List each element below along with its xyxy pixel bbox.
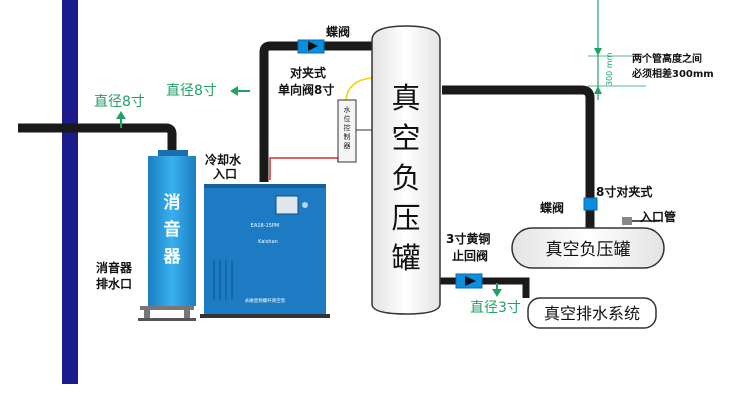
diameter-3-label: 直径3寸 bbox=[470, 299, 521, 316]
brass-check-valve bbox=[455, 273, 483, 289]
right-butterfly-valve bbox=[583, 197, 598, 211]
right-butterfly-valve-label: 蝶阀 bbox=[540, 200, 564, 215]
inlet-pipe-stub bbox=[622, 217, 632, 225]
silencer-drain-line2: 排水口 bbox=[96, 276, 132, 291]
silencer-char-1: 消 bbox=[164, 192, 181, 213]
cooling-water-line1: 冷却水 bbox=[205, 152, 242, 167]
green-arrow-left bbox=[230, 86, 250, 96]
pump-footer-text: 永磁变频螺杆真空泵 bbox=[245, 297, 286, 304]
silencer-inlet-pipe bbox=[18, 123, 177, 150]
water-level-controller: 水 位 控 制 器 bbox=[337, 99, 372, 163]
level-signal-line bbox=[345, 77, 373, 101]
level-controller-char-1: 水 bbox=[344, 105, 351, 114]
level-controller-char-4: 制 bbox=[344, 132, 351, 141]
silencer-char-2: 音 bbox=[164, 219, 181, 240]
green-arrow-down bbox=[492, 283, 502, 297]
brass-check-valve-line2: 止回阀 bbox=[452, 248, 488, 263]
top-butterfly-valve-label: 蝶阀 bbox=[326, 24, 350, 39]
level-controller-char-5: 器 bbox=[344, 142, 351, 150]
main-tank-char-4: 压 bbox=[391, 201, 420, 235]
silencer: 消 音 器 bbox=[138, 150, 196, 321]
dimension-300-text: 300 mm bbox=[605, 52, 614, 86]
brass-check-valve-line1: 3寸黄铜 bbox=[446, 231, 490, 246]
silencer-drain-line1: 消音器 bbox=[96, 260, 133, 275]
main-tank-char-2: 空 bbox=[391, 121, 420, 155]
cooling-water-line2: 入口 bbox=[213, 167, 237, 181]
main-vacuum-tank: 真 空 负 压 罐 bbox=[371, 25, 441, 315]
level-controller-char-3: 控 bbox=[344, 123, 351, 132]
vacuum-drain-system: 真空排水系统 bbox=[527, 297, 657, 329]
horizontal-vacuum-tank: 真空负压罐 bbox=[511, 227, 665, 269]
diameter-8-left-label: 直径8寸 bbox=[94, 93, 145, 110]
drain-pipe bbox=[440, 277, 530, 298]
top-butterfly-valve bbox=[297, 39, 325, 54]
vertical-blue-pipe bbox=[62, 0, 78, 384]
drain-system-label: 真空排水系统 bbox=[544, 304, 640, 323]
inlet-pipe-label: 入口管 bbox=[640, 209, 676, 224]
vacuum-pump-unit: EA18-15PM Kaishan 永磁变频螺杆真空泵 bbox=[200, 184, 330, 318]
main-tank-char-1: 真 bbox=[391, 81, 420, 115]
wafer-check-valve-line1: 对夹式 bbox=[290, 65, 326, 80]
pump-model-text: EA18-15PM bbox=[251, 223, 279, 229]
height-note-line2: 必须相差300mm bbox=[631, 67, 714, 80]
silencer-char-3: 器 bbox=[163, 247, 182, 267]
tank-connection-pipe bbox=[442, 85, 595, 228]
height-dimension: 300 mm bbox=[588, 0, 646, 100]
cooling-signal-line bbox=[269, 157, 339, 180]
green-arrow-up bbox=[116, 111, 126, 128]
horizontal-tank-label: 真空负压罐 bbox=[546, 240, 631, 260]
pump-control-panel bbox=[275, 195, 299, 215]
pump-knob bbox=[302, 202, 308, 208]
main-tank-char-3: 负 bbox=[391, 161, 420, 195]
pump-vent-grille bbox=[213, 260, 233, 300]
pump-outlet-pipe bbox=[259, 41, 372, 182]
height-note-line1: 两个管高度之间 bbox=[632, 52, 702, 65]
pump-brand-text: Kaishan bbox=[258, 239, 278, 245]
level-controller-char-2: 位 bbox=[344, 114, 351, 123]
wafer-check-valve-line2: 单向阀8寸 bbox=[278, 82, 334, 97]
main-tank-char-5: 罐 bbox=[391, 241, 420, 275]
wafer-8-right-label: 8寸对夹式 bbox=[596, 184, 652, 199]
diameter-8-mid-label: 直径8寸 bbox=[166, 82, 217, 99]
